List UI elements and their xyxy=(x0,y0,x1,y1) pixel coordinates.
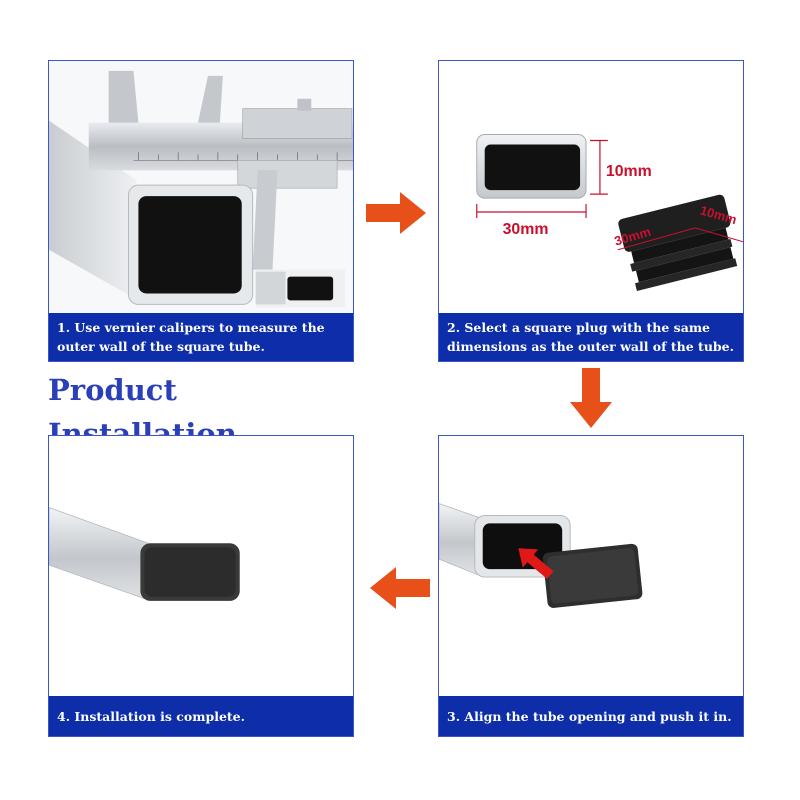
height-dimension-label: 10mm xyxy=(606,163,652,180)
step-4-caption-text: 4. Installation is complete. xyxy=(57,708,245,724)
push-plug-image xyxy=(439,503,643,608)
step-4-caption: 4. Installation is complete. xyxy=(49,696,353,736)
step-1-panel: 1. Use vernier calipers to measure the o… xyxy=(48,60,354,362)
step-3-panel: 3. Align the tube opening and push it in… xyxy=(438,435,744,737)
step-1-caption-line-1: 1. Use vernier calipers to measure the xyxy=(57,320,325,335)
step-2-caption-line-2: dimensions as the outer wall of the tube… xyxy=(447,339,734,354)
arrow-right-icon xyxy=(366,192,426,234)
arrow-left-icon xyxy=(370,567,430,609)
step-2-caption: 2. Select a square plug with the same di… xyxy=(439,313,743,361)
step-3-caption-text: 3. Align the tube opening and push it in… xyxy=(447,708,732,724)
step-4-panel: 4. Installation is complete. xyxy=(48,435,354,737)
push-direction-icon xyxy=(518,548,554,579)
step-2-caption-line-1: 2. Select a square plug with the same xyxy=(447,320,711,335)
plug-dimensions-image: 10mm 30mm 30mm 10mm xyxy=(476,134,743,291)
installed-plug-image xyxy=(49,507,240,601)
step-3-caption: 3. Align the tube opening and push it in… xyxy=(439,696,743,736)
step-1-caption: 1. Use vernier calipers to measure the o… xyxy=(49,313,353,361)
caliper-measuring-image xyxy=(49,61,353,361)
step-1-caption-line-2: outer wall of the square tube. xyxy=(57,339,265,354)
arrow-down-icon xyxy=(570,368,612,428)
step-2-panel: 10mm 30mm 30mm 10mm 2. Select a square p… xyxy=(438,60,744,362)
width-dimension-label: 30mm xyxy=(503,221,549,238)
